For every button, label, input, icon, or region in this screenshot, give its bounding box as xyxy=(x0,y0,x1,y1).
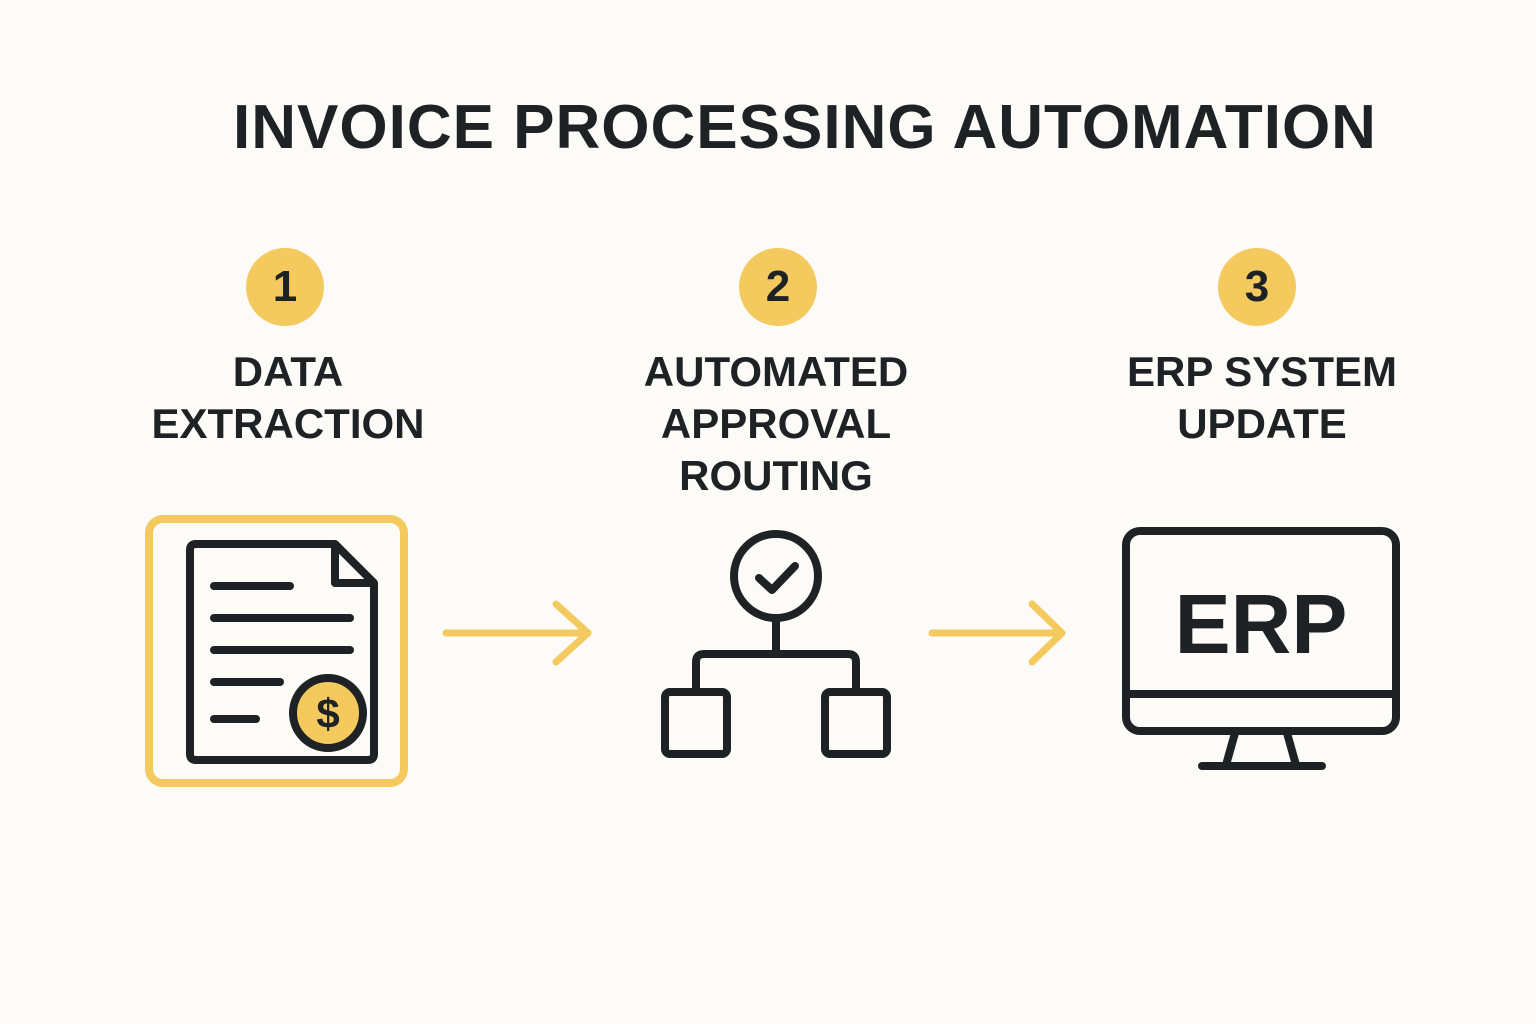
highlight-frame xyxy=(145,515,408,787)
erp-text: ERP xyxy=(1175,577,1348,671)
branch-node-left xyxy=(661,688,731,758)
checkmark-icon xyxy=(755,562,799,594)
step-1-label: DATA EXTRACTION xyxy=(151,348,425,447)
step-3-label: ERP SYSTEM UPDATE xyxy=(1127,348,1397,447)
invoice-dollar-icon: $ xyxy=(145,515,408,787)
monitor-screen xyxy=(1122,527,1400,735)
approval-check-circle xyxy=(730,530,822,622)
document-fold xyxy=(331,544,374,587)
step-2-label: AUTOMATED APPROVAL ROUTING xyxy=(643,348,909,499)
step-3-number-badge: 3 xyxy=(1218,248,1296,326)
dollar-coin-icon xyxy=(289,674,367,752)
erp-monitor-icon: ERP xyxy=(1122,527,1400,770)
step-2-number-badge: 2 xyxy=(739,248,817,326)
approval-flow-icon xyxy=(661,530,891,758)
branch-connector xyxy=(692,650,860,690)
branch-node-right xyxy=(821,688,891,758)
arrow-right-icon xyxy=(928,600,1066,666)
page-title: INVOICE PROCESSING AUTOMATION xyxy=(233,93,1377,162)
arrow-right-icon xyxy=(442,600,592,666)
dollar-sign: $ xyxy=(316,690,339,737)
step-1-number-badge: 1 xyxy=(246,248,324,326)
